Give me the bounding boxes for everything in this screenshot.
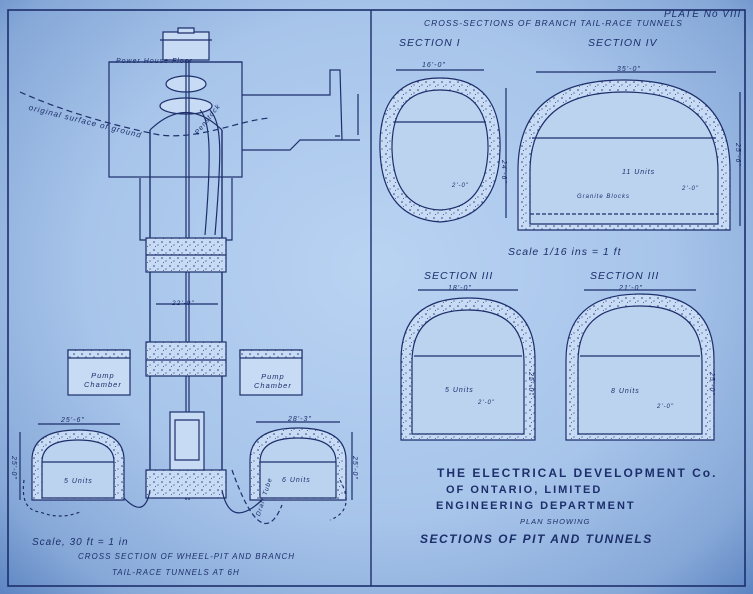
sheet-border	[7, 9, 746, 587]
company-location: OF ONTARIO, LIMITED	[446, 484, 603, 496]
units-label-section-3a: 5 Units	[445, 387, 474, 394]
drawing-title: SECTIONS OF PIT AND TUNNELS	[420, 532, 653, 546]
dim-section-1-height: 24'-6"	[500, 160, 507, 184]
dim-section-3b-height: 25'-0"	[708, 372, 715, 396]
dim-section-3a-width: 18'-0"	[448, 285, 472, 292]
plan-showing: PLAN SHOWING	[520, 517, 591, 526]
dim-right-tunnel-height: 25'-0"	[351, 456, 358, 480]
pump-chamber-label-right: Pump Chamber	[254, 372, 292, 390]
granite-blocks-label: Granite Blocks	[577, 194, 631, 200]
dim-left-tunnel-width: 25'-6"	[61, 417, 85, 424]
scale-left: Scale, 30 ft = 1 in	[32, 537, 129, 548]
dim-section-4-height: 25'-6"	[734, 143, 741, 167]
scale-right: Scale 1/16 ins = 1 ft	[508, 246, 622, 258]
units-label-left-tunnel: 5 Units	[64, 478, 93, 485]
right-panel-title: CROSS-SECTIONS OF BRANCH TAIL-RACE TUNNE…	[424, 18, 683, 28]
pump-chamber-label-left: Pump Chamber	[84, 371, 122, 389]
left-caption-line-2: TAIL-RACE TUNNELS AT 6H	[112, 568, 240, 577]
left-caption-line-1: CROSS SECTION OF WHEEL-PIT AND BRANCH	[78, 552, 296, 561]
units-label-section-3b: 8 Units	[611, 388, 640, 395]
section-3b-label: SECTION III	[590, 270, 660, 282]
units-label-right-tunnel: 6 Units	[282, 477, 311, 484]
section-3a-label: SECTION III	[424, 270, 494, 282]
units-label-section-4: 11 Units	[622, 169, 656, 176]
department: ENGINEERING DEPARTMENT	[436, 500, 636, 512]
dim-left-tunnel-height: 25'-0"	[10, 456, 17, 480]
tunnel-sections	[379, 69, 741, 441]
dim-section-1-width: 16'-0"	[422, 62, 446, 69]
section-1-label: SECTION I	[399, 37, 461, 49]
dim-section-3a-height: 25'-0"	[527, 372, 534, 396]
dim-wall-section-1: 2'-0"	[452, 183, 469, 189]
power-house-floor-label: Power House Floor	[116, 58, 193, 65]
company-name: THE ELECTRICAL DEVELOPMENT Co.	[437, 466, 718, 480]
section-4-label: SECTION IV	[588, 37, 658, 49]
wheel-pit-section	[19, 27, 360, 525]
dim-right-tunnel-width: 28'-3"	[288, 416, 312, 423]
dim-section-3b-width: 21'-0"	[619, 285, 643, 292]
dim-wall-section-4: 2'-0"	[682, 186, 699, 192]
dim-pit-width: 22'-0"	[172, 300, 195, 307]
plate-number: PLATE No VIII	[664, 9, 742, 20]
dim-wall-section-3b: 2'-0"	[657, 404, 674, 410]
dim-wall-section-3a: 2'-0"	[478, 400, 495, 406]
dim-section-4-width: 35'-0"	[617, 66, 641, 73]
